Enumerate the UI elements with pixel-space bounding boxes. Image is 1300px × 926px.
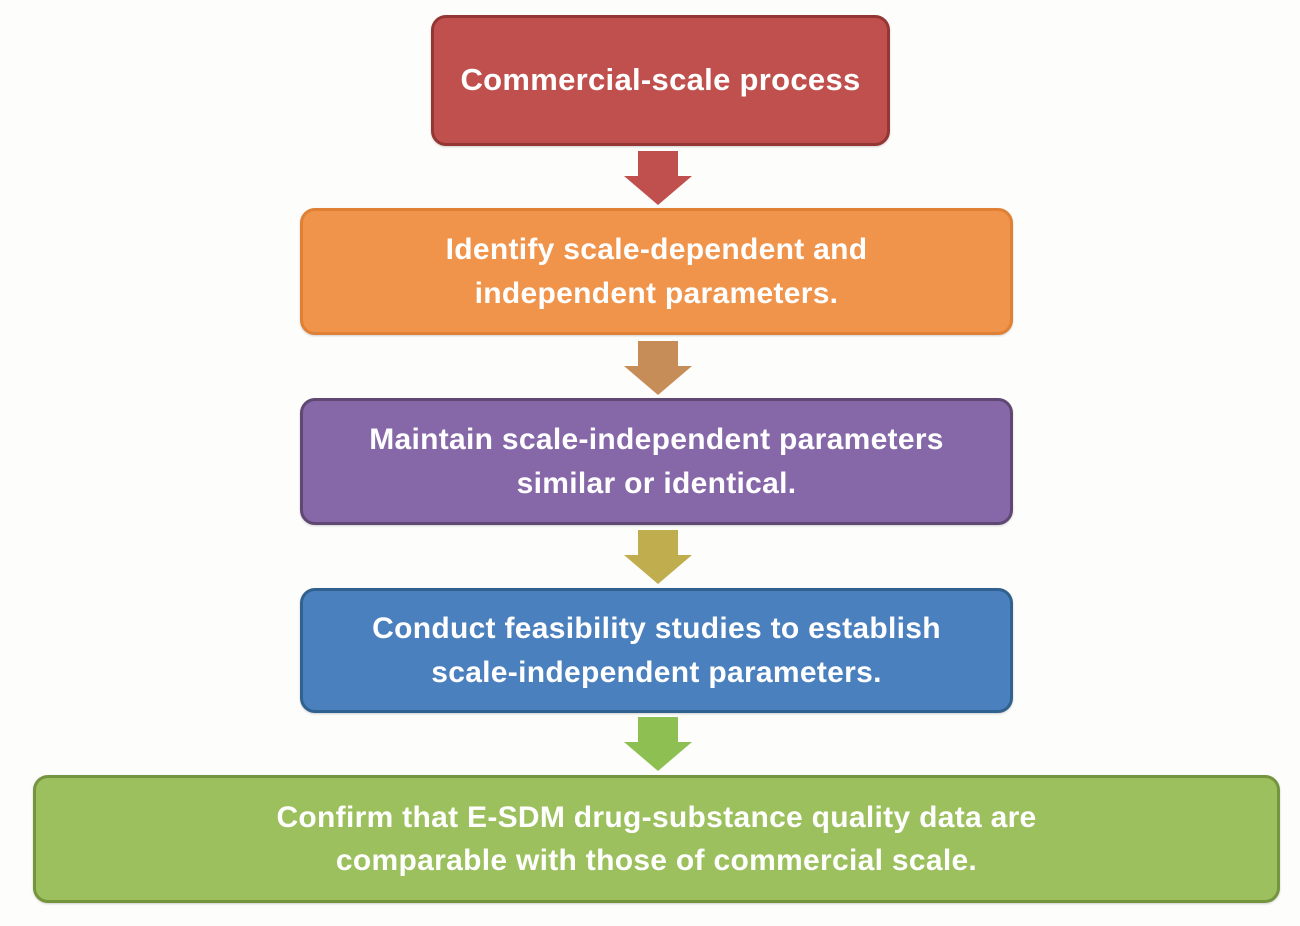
down-arrow-shape [624, 151, 692, 205]
down-arrow-icon [624, 341, 692, 395]
down-arrow-icon [624, 530, 692, 584]
flow-step-maintain-parameters: Maintain scale-independent parameters si… [300, 398, 1013, 525]
down-arrow-shape [624, 341, 692, 395]
down-arrow-shape [624, 717, 692, 771]
down-arrow-icon [624, 151, 692, 205]
flow-step-confirm-quality-data: Confirm that E-SDM drug-substance qualit… [33, 775, 1280, 903]
step-label: Identify scale-dependent and independent… [445, 233, 868, 310]
flow-step-conduct-feasibility-studies: Conduct feasibility studies to establish… [300, 588, 1013, 713]
flow-step-commercial-scale-process: Commercial-scale process [431, 15, 890, 146]
step-label: Maintain scale-independent parameters si… [369, 423, 944, 500]
down-arrow-shape [624, 530, 692, 584]
down-arrow-icon [624, 717, 692, 771]
flow-step-identify-parameters: Identify scale-dependent and independent… [300, 208, 1013, 335]
step-label: Conduct feasibility studies to establish… [372, 612, 941, 689]
step-label: Confirm that E-SDM drug-substance qualit… [276, 800, 1037, 878]
step-label: Commercial-scale process [460, 62, 861, 98]
